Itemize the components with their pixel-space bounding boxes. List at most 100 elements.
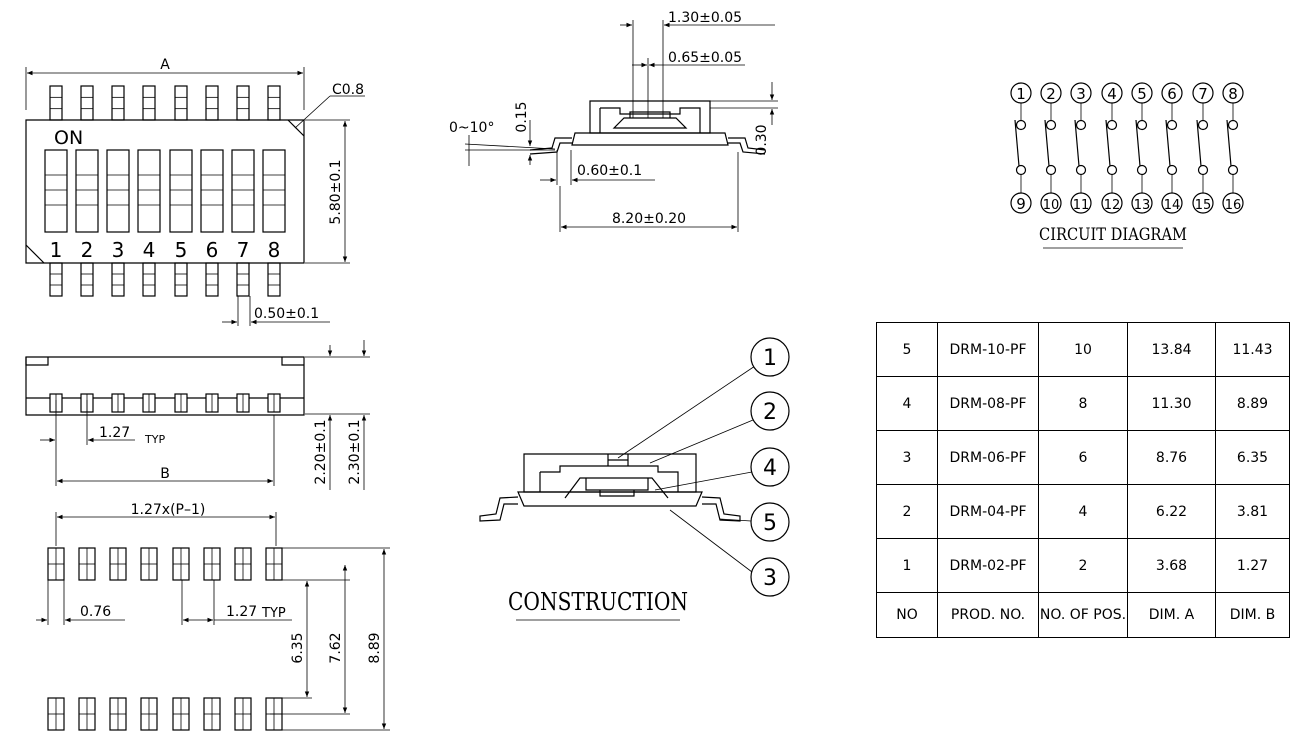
pin [49,85,63,121]
table-cell: DRM-10-PF [937,322,1039,377]
pad [78,697,96,731]
table-cell: 8.76 [1127,430,1216,485]
svg-text:2: 2 [763,400,777,425]
table-cell: 10 [1038,322,1128,377]
fp-pitch-label: 1.27 [226,604,257,620]
pin [80,262,94,297]
pad [203,697,221,731]
circuit-switch: 513 [1131,82,1153,214]
dip-switch [137,149,161,233]
svg-text:4: 4 [1107,85,1117,103]
callout-4: 4 [750,447,790,487]
table-cell: 3.81 [1215,484,1290,539]
pad [140,547,158,581]
table-cell: 4 [1038,484,1128,539]
dip-switch [262,149,286,233]
pad [140,697,158,731]
circuit-title: CIRCUIT DIAGRAM [1039,225,1187,245]
circuit-switch: 19 [1010,82,1032,214]
svg-text:7: 7 [1198,85,1208,103]
pad [109,547,127,581]
d3-label: 8.89 [367,632,383,663]
callout-5: 5 [750,502,790,542]
side-pin [267,393,281,413]
table-cell: 13.84 [1127,322,1216,377]
pin [49,262,63,297]
pad [47,697,65,731]
on-label: ON [54,127,83,149]
svg-text:15: 15 [1195,198,1212,213]
side-pin [142,393,156,413]
pad [47,547,65,581]
table-header-cell: NO. OF POS. [1038,592,1128,638]
pad [265,547,283,581]
pin [174,262,188,297]
pin [142,85,156,121]
height-2-label: 2.30±0.1 [347,419,363,484]
svg-text:8: 8 [1228,85,1238,103]
table-cell: DRM-06-PF [937,430,1039,485]
svg-text:10: 10 [1043,198,1060,213]
side-typ-label: TYP [144,433,165,446]
svg-text:16: 16 [1225,198,1242,213]
fp-typ-label: TYP [261,606,286,621]
pad [109,697,127,731]
pin [236,85,250,121]
dim-b-label: B [160,466,170,482]
table-header-cell: PROD. NO. [937,592,1039,638]
pin [80,85,94,121]
table-cell: 3 [876,430,938,485]
svg-text:1: 1 [763,346,777,371]
pad [172,547,190,581]
table-header-cell: DIM. B [1215,592,1290,638]
d060-label: 0.60±0.1 [577,163,642,179]
d820-label: 8.20±0.20 [612,211,686,227]
table-cell: 8 [1038,376,1128,431]
pin [205,85,219,121]
side-pin [111,393,125,413]
circuit-switch: 412 [1101,82,1123,214]
dip-switch [75,149,99,233]
d030-label: 0.30 [754,124,770,155]
dip-switch [200,149,224,233]
dim-a-label: A [160,57,170,73]
svg-text:11: 11 [1073,198,1090,213]
pin [111,262,125,297]
table-cell: 6.22 [1127,484,1216,539]
side-pin [174,393,188,413]
svg-text:3: 3 [1076,85,1086,103]
svg-text:2: 2 [1046,85,1056,103]
d130-label: 1.30±0.05 [668,10,742,26]
table-cell: DRM-04-PF [937,484,1039,539]
table-cell: 11.43 [1215,322,1290,377]
pad [172,697,190,731]
table-cell: 2 [1038,538,1128,593]
table-header-cell: DIM. A [1127,592,1216,638]
pin [236,262,250,297]
height-label: 5.80±0.1 [328,159,344,224]
switch-number: 6 [206,238,219,262]
pin [174,85,188,121]
side-view: 1.27 TYP B 2.20±0.1 2.30±0.1 [25,340,370,490]
table-cell: 6 [1038,430,1128,485]
callout-3: 3 [750,557,790,597]
height-1-label: 2.20±0.1 [313,419,329,484]
top-pins-lower [49,262,281,297]
d065-label: 0.65±0.05 [668,50,742,66]
d1-label: 6.35 [290,632,306,663]
svg-text:14: 14 [1164,198,1181,213]
svg-text:9: 9 [1016,195,1026,213]
switch-number: 3 [112,238,125,262]
side-pin [236,393,250,413]
svg-text:4: 4 [763,456,777,481]
pad [78,547,96,581]
side-pins [49,393,281,413]
